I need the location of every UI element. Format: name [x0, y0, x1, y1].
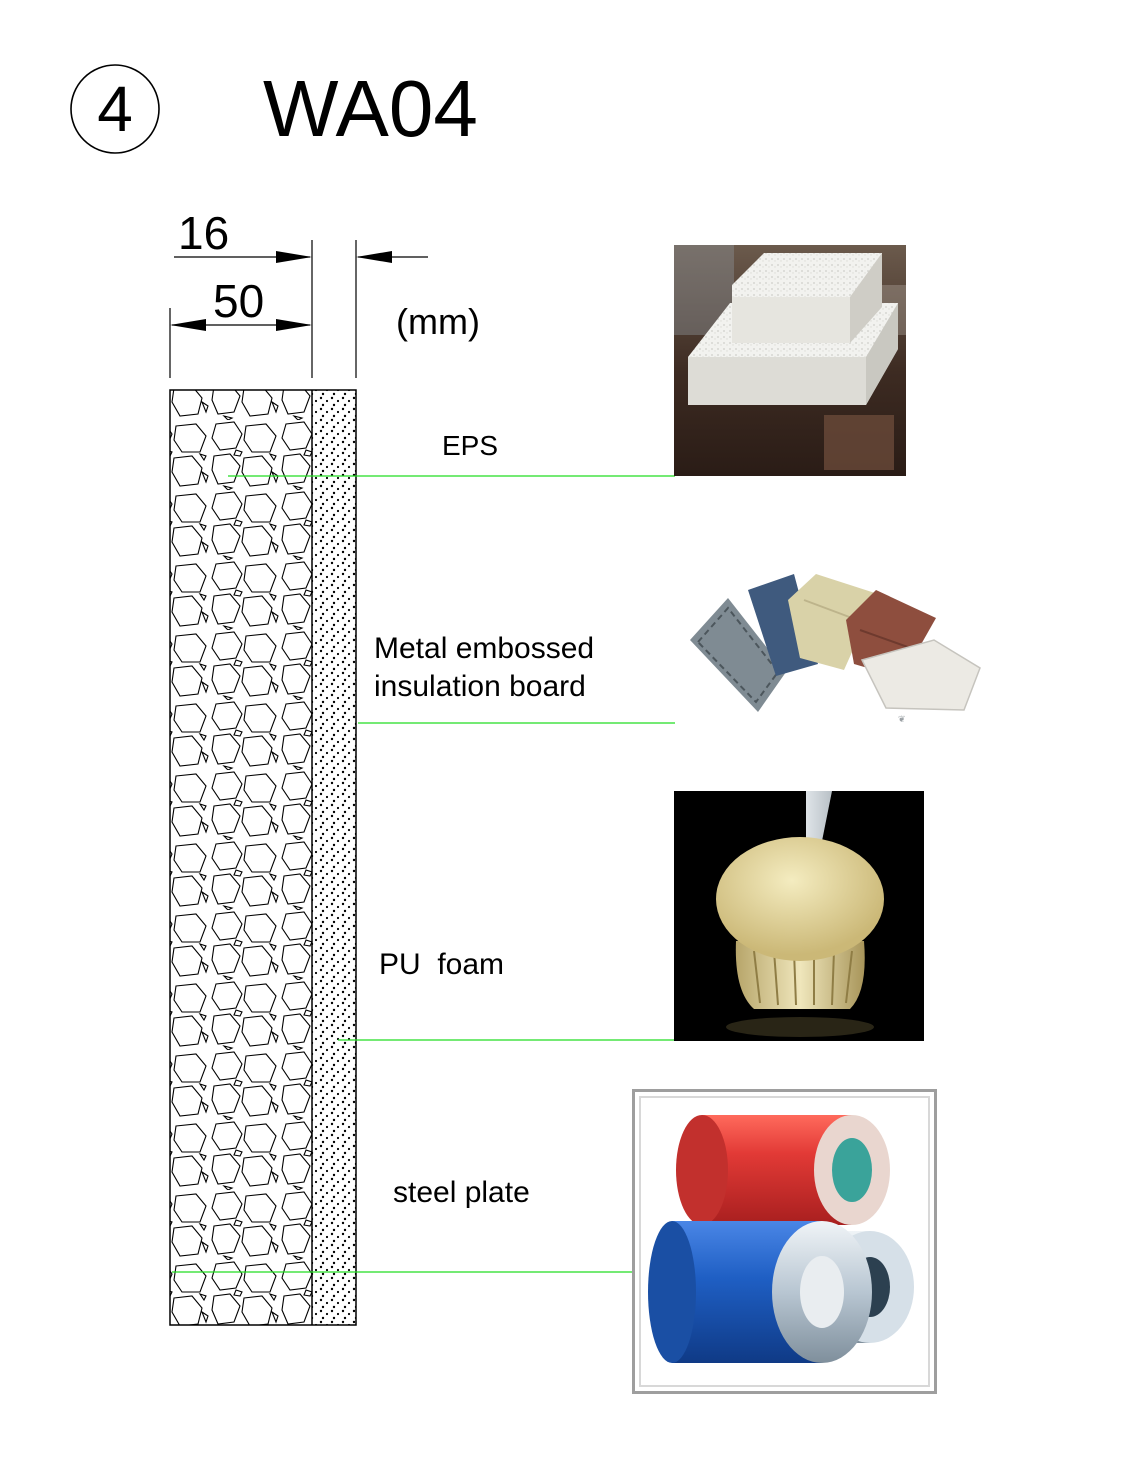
layer-label-eps: EPS [442, 430, 499, 461]
metal-board-photo: ❦ [676, 560, 986, 730]
circled-number-badge [70, 64, 160, 154]
dim-unit: (mm) [396, 301, 480, 342]
svg-text:❦: ❦ [898, 714, 906, 724]
layer-label-steel-plate: steel plate [393, 1176, 530, 1209]
layer-label-metal-board-line2: insulation board [374, 670, 586, 703]
steel-plate-photo [632, 1089, 937, 1394]
foam-layer [312, 390, 356, 1325]
dim-lower-value: 50 [213, 275, 265, 327]
layer-label-metal-board-line1: Metal embossed [374, 632, 595, 665]
eps-photo [674, 245, 906, 476]
circled-number: 4 [97, 73, 133, 145]
detail-code: WA04 [263, 64, 478, 153]
layer-label-pu-foam: PU foam [379, 948, 505, 981]
stone-layer [170, 390, 312, 1325]
pu-foam-photo [674, 791, 924, 1041]
dim-upper-value: 16 [178, 207, 230, 259]
